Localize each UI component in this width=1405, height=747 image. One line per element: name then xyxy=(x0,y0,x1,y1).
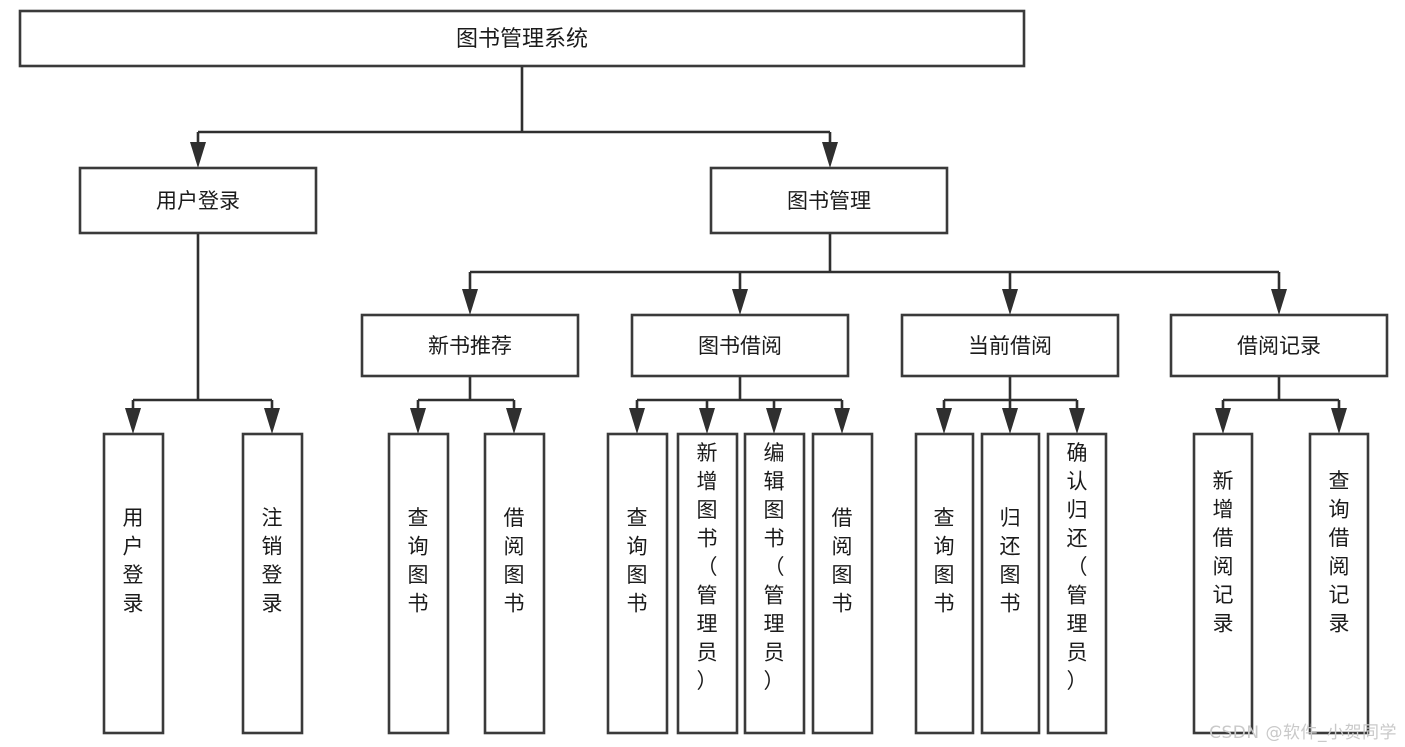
leaf-confirm-return-label: 确认归还（管理员） xyxy=(1067,441,1088,693)
leaf-confirm-return-box[interactable] xyxy=(1046,432,1108,735)
leaf-query-record-label: 查询借阅记录 xyxy=(1329,469,1350,636)
leaf-query-book-2-label: 查询图书 xyxy=(627,506,648,616)
node-current-borrow[interactable]: 当前借阅 xyxy=(900,313,1120,378)
arrow-head-leaf-query-book-2 xyxy=(629,408,645,434)
arrow-head-leaf-borrow-book-1 xyxy=(506,408,522,434)
node-new-book-rec[interactable]: 新书推荐 xyxy=(360,313,580,378)
leaf-borrow-book-2-label: 借阅图书 xyxy=(832,506,853,616)
leaf-return-book[interactable]: 归还图书 xyxy=(980,432,1041,735)
node-borrow-record[interactable]: 借阅记录 xyxy=(1169,313,1389,378)
leaf-add-book[interactable]: 新增图书（管理员） xyxy=(676,432,739,735)
node-root-box[interactable] xyxy=(18,9,1026,68)
node-new-book-rec-label: 新书推荐 xyxy=(428,334,512,358)
arrow-head-leaf-query-record xyxy=(1331,408,1347,434)
leaf-user-logout-label: 注销登录 xyxy=(262,506,283,616)
leaf-user-login-box[interactable] xyxy=(102,432,165,735)
arrow-head-leaf-edit-book xyxy=(766,408,782,434)
leaf-query-record[interactable]: 查询借阅记录 xyxy=(1308,432,1370,735)
arrow-head-current-borrow xyxy=(1002,289,1018,315)
arrow-head-book-borrow xyxy=(732,289,748,315)
node-user-login[interactable]: 用户登录 xyxy=(78,166,318,235)
leaf-user-login-label: 用户登录 xyxy=(123,506,144,616)
leaf-query-book-2[interactable]: 查询图书 xyxy=(606,432,669,735)
leaf-borrow-book-1-box[interactable] xyxy=(483,432,546,735)
arrow-head-leaf-add-book xyxy=(699,408,715,434)
leaf-user-logout-box[interactable] xyxy=(241,432,304,735)
leaf-edit-book-label: 编辑图书（管理员） xyxy=(764,441,785,693)
node-current-borrow-box[interactable] xyxy=(900,313,1120,378)
leaf-add-book-box[interactable] xyxy=(676,432,739,735)
leaf-add-record-box[interactable] xyxy=(1192,432,1254,735)
leaf-return-book-label: 归还图书 xyxy=(1000,506,1021,616)
leaf-query-book-1-label: 查询图书 xyxy=(408,506,429,616)
leaf-query-book-3-label: 查询图书 xyxy=(934,506,955,616)
leaf-query-record-box[interactable] xyxy=(1308,432,1370,735)
leaf-return-book-box[interactable] xyxy=(980,432,1041,735)
node-root[interactable]: 图书管理系统 xyxy=(18,9,1026,68)
node-borrow-record-box[interactable] xyxy=(1169,313,1389,378)
arrow-head-leaf-user-login xyxy=(125,408,141,434)
arrow-head-borrow-record xyxy=(1271,289,1287,315)
node-current-borrow-label: 当前借阅 xyxy=(968,334,1052,358)
leaf-query-book-3[interactable]: 查询图书 xyxy=(914,432,975,735)
leaf-query-book-3-box[interactable] xyxy=(914,432,975,735)
node-book-manage[interactable]: 图书管理 xyxy=(709,166,949,235)
leaf-add-record-label: 新增借阅记录 xyxy=(1213,469,1234,636)
arrow-head-leaf-user-logout xyxy=(264,408,280,434)
arrow-head-leaf-add-record xyxy=(1215,408,1231,434)
leaf-borrow-book-1-label: 借阅图书 xyxy=(504,506,525,616)
node-book-manage-label: 图书管理 xyxy=(787,189,871,213)
leaf-user-logout[interactable]: 注销登录 xyxy=(241,432,304,735)
node-user-login-box[interactable] xyxy=(78,166,318,235)
leaf-borrow-book-2[interactable]: 借阅图书 xyxy=(811,432,874,735)
arrow-head-leaf-return-book xyxy=(1002,408,1018,434)
leaf-borrow-book-2-box[interactable] xyxy=(811,432,874,735)
node-book-borrow[interactable]: 图书借阅 xyxy=(630,313,850,378)
leaf-query-book-1[interactable]: 查询图书 xyxy=(387,432,450,735)
node-book-borrow-label: 图书借阅 xyxy=(698,334,782,358)
arrow-head-leaf-query-book-1 xyxy=(410,408,426,434)
arrow-head-user-login xyxy=(190,142,206,168)
arrow-head-leaf-borrow-book-2 xyxy=(834,408,850,434)
node-new-book-rec-box[interactable] xyxy=(360,313,580,378)
leaf-borrow-book-1[interactable]: 借阅图书 xyxy=(483,432,546,735)
node-book-borrow-box[interactable] xyxy=(630,313,850,378)
leaf-query-book-2-box[interactable] xyxy=(606,432,669,735)
arrow-head-book-manage xyxy=(822,142,838,168)
leaf-confirm-return[interactable]: 确认归还（管理员） xyxy=(1046,432,1108,735)
arrow-head-leaf-query-book-3 xyxy=(936,408,952,434)
csdn-watermark: CSDN @软件_小贺同学 xyxy=(1209,723,1397,743)
leaf-add-book-label: 新增图书（管理员） xyxy=(697,441,718,693)
leaf-query-book-1-box[interactable] xyxy=(387,432,450,735)
leaf-add-record[interactable]: 新增借阅记录 xyxy=(1192,432,1254,735)
arrow-head-new-book-rec xyxy=(462,289,478,315)
leaf-edit-book[interactable]: 编辑图书（管理员） xyxy=(743,432,806,735)
node-root-label: 图书管理系统 xyxy=(456,27,588,52)
edge-layer xyxy=(125,66,1347,434)
arrow-head-leaf-confirm-return xyxy=(1069,408,1085,434)
node-book-manage-box[interactable] xyxy=(709,166,949,235)
node-user-login-label: 用户登录 xyxy=(156,189,240,213)
leaf-user-login[interactable]: 用户登录 xyxy=(102,432,165,735)
node-borrow-record-label: 借阅记录 xyxy=(1237,334,1321,358)
leaf-edit-book-box[interactable] xyxy=(743,432,806,735)
